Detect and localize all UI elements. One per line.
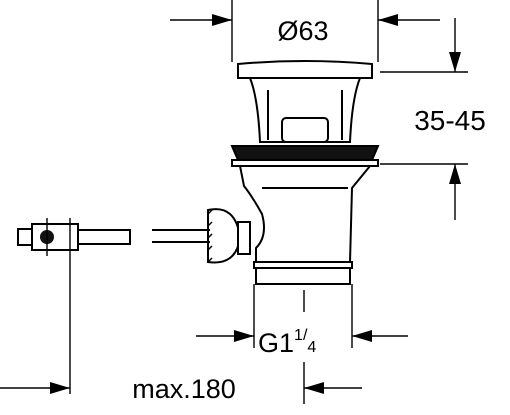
thread-numerator: 1	[294, 327, 303, 344]
height-range-label: 35-45	[414, 105, 486, 136]
valve-body	[238, 165, 373, 263]
valve-cap	[237, 60, 373, 79]
thread-slash: /	[303, 327, 308, 344]
diameter-label: Ø63	[277, 16, 328, 46]
thread-main: G1	[258, 328, 294, 358]
thread-dimension: G11/4	[196, 284, 408, 358]
diameter-dimension: Ø63	[170, 0, 440, 62]
thread-denominator: 4	[307, 339, 316, 356]
thread-label: G11/4	[258, 327, 316, 358]
height-dimension: 35-45	[380, 18, 486, 220]
pull-rod	[17, 218, 131, 394]
plug-stem	[248, 77, 362, 143]
adjust-knob	[207, 208, 242, 264]
max-length-dimension: max.180	[0, 362, 362, 404]
waste-valve	[152, 60, 380, 285]
gasket-flange	[230, 145, 380, 161]
max-length-label: max.180	[132, 374, 236, 404]
